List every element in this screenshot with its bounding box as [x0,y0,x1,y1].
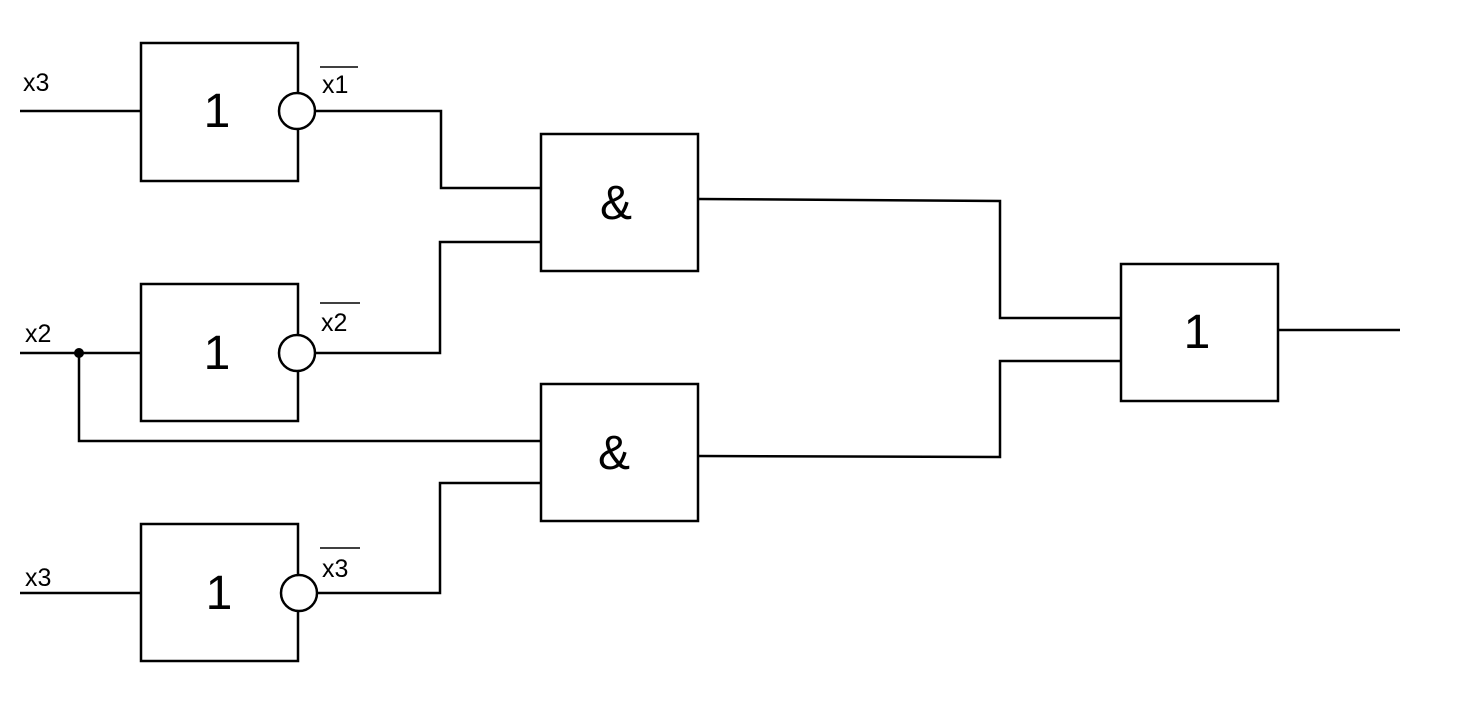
junction-dot [74,348,84,358]
wire-x2-branch [77,353,541,443]
wire-n1-and1 [315,109,541,190]
and-gate-2-symbol: & [598,427,630,480]
and-gate-1-symbol: & [600,177,632,230]
or-gate-symbol: 1 [1184,306,1211,359]
wire-n3-and2 [317,481,541,595]
input-label-3: x3 [25,564,51,592]
not-gate-2 [139,282,300,423]
not-gate-2-symbol: 1 [204,327,231,380]
and-gate-1 [539,132,700,273]
inverted-label-1: x1 [322,71,348,99]
not-gate-1 [139,41,300,183]
wire-and2-or [697,359,1121,459]
and-gate-2 [539,382,700,523]
wire-n2-and1 [315,240,541,355]
inverted-label-2: x2 [321,309,347,337]
inversion-bubble-2 [277,333,317,373]
inversion-bubble-3 [279,573,319,613]
or-gate [1119,262,1280,403]
not-gate-3 [139,522,300,663]
wire-and1-or [697,197,1121,320]
not-gate-1-symbol: 1 [204,85,231,138]
inversion-bubble-1 [277,91,317,131]
input-label-1: x3 [23,69,49,97]
inverted-label-3: x3 [322,555,348,583]
input-label-2: x2 [25,320,51,348]
not-gate-3-symbol: 1 [206,567,233,620]
